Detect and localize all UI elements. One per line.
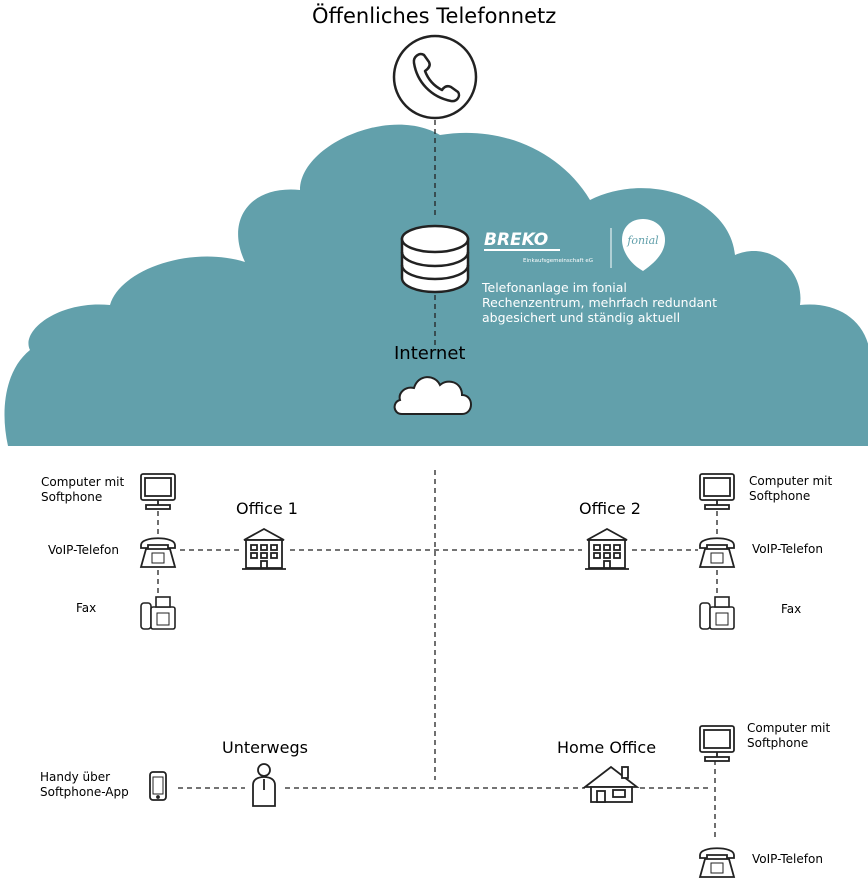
phone-circle-icon [392, 34, 478, 120]
home-office-title: Home Office [557, 738, 657, 757]
homeoffice-computer-label-line: Softphone [747, 736, 809, 750]
office2-computer-label-line: Softphone [749, 489, 811, 503]
office1-computer-label-line: Computer mit [41, 475, 125, 489]
internet-cloud-icon [393, 376, 472, 415]
svg-text:fonial: fonial [626, 234, 659, 247]
connection-lines [157, 120, 718, 840]
office2-title: Office 2 [579, 499, 641, 518]
voip-phone-icon-homeoffice [698, 847, 736, 878]
office-building-icon-office1 [242, 527, 286, 570]
office1-computer-label: Computer mit Softphone [41, 475, 124, 505]
fonial-logo: fonial [622, 219, 665, 271]
brand-description-line: Rechenzentrum, mehrfach redundant [482, 295, 717, 310]
fax-icon-office1 [140, 596, 176, 630]
handy-label-line: Handy über [40, 770, 111, 784]
office-building-icon-office2 [585, 527, 629, 570]
office2-fax-label: Fax [781, 602, 802, 616]
office1-voip-label: VoIP-Telefon [48, 543, 119, 557]
computer-icon-homeoffice [699, 725, 735, 762]
breko-logo: BREKO Einkaufsgemeinschaft eG [484, 228, 612, 268]
homeoffice-voip-label: VoIP-Telefon [752, 852, 823, 866]
svg-text:BREKO: BREKO [484, 230, 548, 250]
office1-computer-label-line: Softphone [41, 490, 103, 504]
voip-phone-icon-office1 [139, 537, 177, 568]
office1-fax-label: Fax [76, 601, 97, 615]
public-telephone-network-title: Öffenliches Telefonnetz [312, 4, 557, 28]
handy-label-line: Softphone-App [40, 785, 129, 799]
server-database-icon [400, 224, 470, 294]
computer-icon-office2 [699, 473, 735, 510]
office2-voip-label: VoIP-Telefon [752, 542, 823, 556]
handy-label: Handy über Softphone-App [40, 770, 129, 800]
unterwegs-title: Unterwegs [222, 738, 308, 757]
house-icon [582, 765, 640, 803]
computer-icon-office1 [140, 473, 176, 510]
voip-phone-icon-office2 [698, 537, 736, 568]
smartphone-icon [149, 771, 167, 801]
fax-icon-office2 [699, 596, 735, 630]
person-icon [252, 763, 276, 807]
office2-computer-label: Computer mit Softphone [749, 474, 832, 504]
svg-text:Einkaufsgemeinschaft eG: Einkaufsgemeinschaft eG [523, 258, 593, 264]
office2-computer-label-line: Computer mit [749, 474, 833, 488]
homeoffice-computer-label: Computer mit Softphone [747, 721, 830, 751]
brand-description: Telefonanlage im fonial Rechenzentrum, m… [482, 280, 742, 325]
homeoffice-computer-label-line: Computer mit [747, 721, 831, 735]
office1-title: Office 1 [236, 499, 298, 518]
brand-description-line: Telefonanlage im fonial [482, 280, 627, 295]
brand-description-line: abgesichert und ständig aktuell [482, 310, 681, 325]
internet-label: Internet [394, 343, 466, 364]
